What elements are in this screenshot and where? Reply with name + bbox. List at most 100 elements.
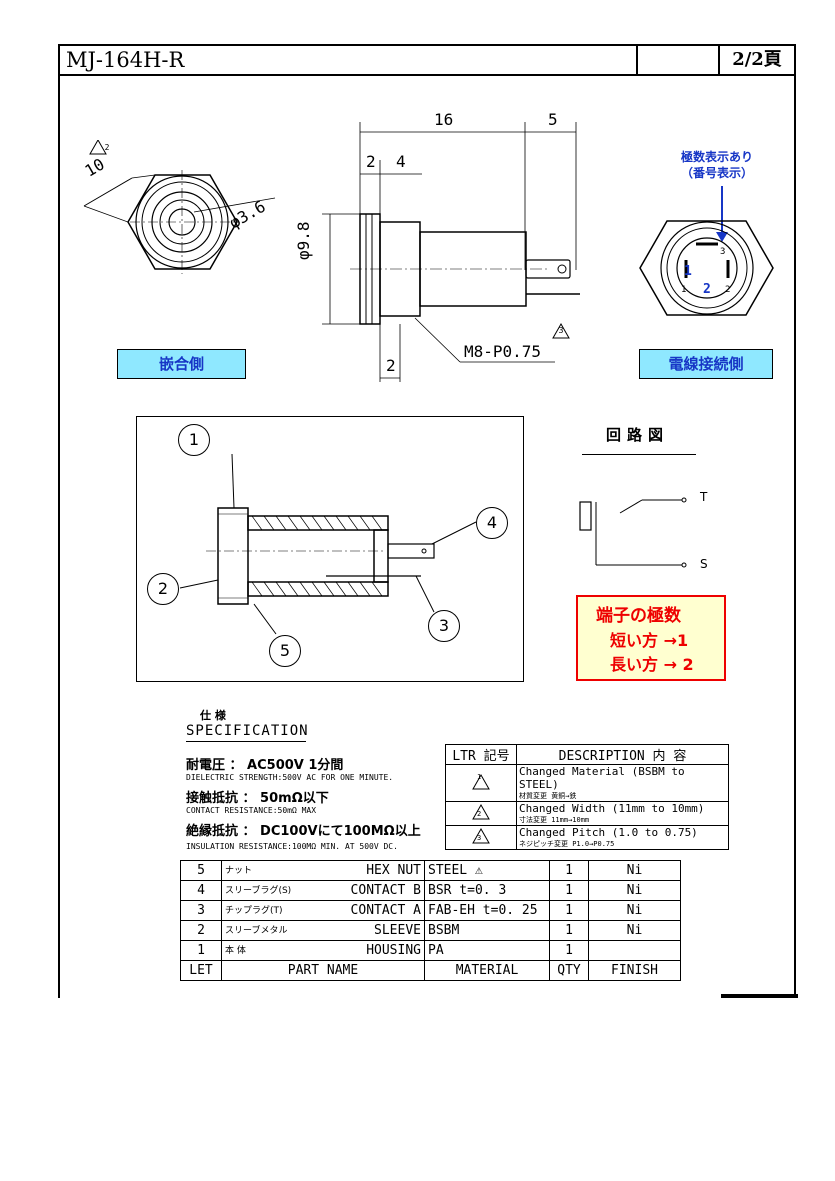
- frame-bottom-mark: [721, 994, 798, 998]
- dim-2-top: 2: [366, 152, 376, 171]
- revision-row: 3 Changed Pitch (1.0 to 0.75)ネジピッチ変更 P1.…: [445, 825, 729, 850]
- dim-2-bottom: 2: [386, 356, 396, 375]
- rev-2-sub: 寸法変更 11mm→10mm: [519, 816, 590, 824]
- part-finish: [588, 940, 681, 961]
- terminal-note-long: 長い方 → 2: [610, 655, 694, 674]
- revision-row: 1 Changed Material (BSBM to STEEL)材質変更 黄…: [445, 764, 729, 802]
- revision-row: 2 Changed Width (11mm to 10mm)寸法変更 11mm→…: [445, 801, 729, 826]
- part-let: 4: [180, 880, 222, 901]
- part-material: BSR t=0. 3: [424, 880, 550, 901]
- wire-side-label: 電線接続側: [639, 349, 773, 379]
- spec-insulation-main: 絶縁抵抗 ： DC100Vにて100MΩ以上: [186, 824, 421, 839]
- dim-4: 4: [396, 152, 406, 171]
- rear-pin3-label: 3: [720, 247, 726, 257]
- callout-3: 3: [428, 610, 460, 642]
- circuit-t-label: T: [700, 490, 708, 504]
- callout-4: 4: [476, 507, 508, 539]
- header-let: LET: [180, 960, 222, 981]
- header-material: MATERIAL: [424, 960, 550, 981]
- part-jp: スリーブメタル: [225, 926, 288, 936]
- part-let: 1: [180, 940, 222, 961]
- rev-header-ltr: LTR 記号: [445, 744, 517, 765]
- circuit-diagram: [579, 497, 687, 568]
- part-material: BSBM: [424, 920, 550, 941]
- part-qty: 1: [549, 880, 589, 901]
- rear-pin1-small: 1: [681, 285, 687, 295]
- spec-title: SPECIFICATION: [186, 723, 308, 742]
- rev-header-desc: DESCRIPTION 内 容: [516, 744, 729, 765]
- rear-pin2-small: 2: [725, 285, 731, 295]
- rev-3-triangle-icon: [472, 827, 490, 844]
- circuit-title-rule: [582, 454, 696, 455]
- part-jp: ナット: [225, 866, 253, 876]
- front-view-drawing: [83, 140, 276, 274]
- dim-16: 16: [434, 110, 454, 129]
- spec-contact-sub: CONTACT RESISTANCE:50mΩ MAX: [186, 806, 317, 815]
- rear-pin2-label: 2: [703, 282, 711, 297]
- rev-1-ltr: 1: [477, 773, 482, 781]
- spec-voltage-sub: DIELECTRIC STRENGTH:500V AC FOR ONE MINU…: [186, 773, 394, 782]
- section-view-drawing: [136, 416, 524, 682]
- revision-table: LTR 記号 DESCRIPTION 内 容 1 Changed Materia…: [445, 744, 729, 850]
- spec-voltage-main: 耐電圧 ： AC500V 1分間: [186, 758, 344, 773]
- part-finish: Ni: [588, 900, 681, 921]
- part-let: 3: [180, 900, 222, 921]
- dim-hex-rev-mark: 2: [104, 143, 110, 152]
- mating-side-label: 嵌合側: [117, 349, 246, 379]
- rear-pin1-label: 1: [684, 264, 692, 279]
- rear-view-drawing: [639, 186, 774, 316]
- header-qty: QTY: [549, 960, 589, 981]
- part-en: HOUSING: [366, 943, 421, 958]
- part-en: CONTACT B: [350, 883, 421, 898]
- title-blank-cell: [638, 46, 720, 74]
- part-material: FAB-EH t=0. 25: [424, 900, 550, 921]
- part-qty: 1: [549, 900, 589, 921]
- rev-1-sub: 材質変更 黄銅→鉄: [519, 792, 577, 800]
- parts-header-row: LET PART NAME MATERIAL QTY FINISH: [180, 960, 681, 981]
- part-qty: 1: [549, 860, 589, 881]
- thread-spec: M8-P0.75: [464, 342, 542, 361]
- spec-contact-main: 接触抵抗 ： 50mΩ以下: [186, 791, 329, 806]
- part-en: CONTACT A: [350, 903, 421, 918]
- part-code: MJ-164H-R: [60, 46, 638, 74]
- part-qty: 1: [549, 940, 589, 961]
- rev-2-triangle-icon: [472, 803, 490, 820]
- page-number: 2/2頁: [732, 49, 782, 70]
- part-let: 2: [180, 920, 222, 941]
- rear-note-line2: （番号表示）: [681, 166, 754, 180]
- part-material: STEEL ⚠: [424, 860, 550, 881]
- header-finish: FINISH: [588, 960, 681, 981]
- spec-insulation-sub: INSULATION RESISTANCE:100MΩ MIN. AT 500V…: [186, 842, 398, 851]
- thread-rev-mark: 3: [558, 326, 564, 335]
- part-finish: Ni: [588, 920, 681, 941]
- rev-1-triangle-icon: [472, 773, 490, 789]
- part-jp: チップラグ(T): [225, 906, 283, 916]
- callout-2: 2: [147, 573, 179, 605]
- title-bar: MJ-164H-R 2/2頁: [58, 44, 796, 76]
- part-material: PA: [424, 940, 550, 961]
- part-qty: 1: [549, 920, 589, 941]
- terminal-note-short: 短い方 →1: [610, 631, 689, 650]
- table-row: 3 チップラグ(T) CONTACT A FAB-EH t=0. 25 1 Ni: [180, 900, 681, 921]
- header-part-name: PART NAME: [221, 960, 425, 981]
- part-jp: スリーブラグ(S): [225, 886, 292, 896]
- table-row: 4 スリーブラグ(S) CONTACT B BSR t=0. 3 1 Ni: [180, 880, 681, 901]
- dim-body-diameter: φ9.8: [294, 221, 313, 260]
- part-en: HEX NUT: [366, 863, 421, 878]
- part-finish: Ni: [588, 880, 681, 901]
- rev-2-ltr: 2: [477, 810, 482, 818]
- part-jp: 本 体: [225, 946, 246, 956]
- table-row: 1 本 体 HOUSING PA 1: [180, 940, 681, 961]
- callout-5: 5: [269, 635, 301, 667]
- rev-3-desc: Changed Pitch (1.0 to 0.75): [519, 826, 698, 839]
- terminal-note-title: 端子の極数: [596, 606, 681, 626]
- callout-1: 1: [178, 424, 210, 456]
- dim-5: 5: [548, 110, 558, 129]
- spec-jp-title: 仕 様: [200, 709, 226, 722]
- side-view-drawing: [322, 122, 580, 382]
- rev-1-desc: Changed Material (BSBM to STEEL): [519, 765, 685, 791]
- rear-note-line1: 極数表示あり: [681, 150, 754, 164]
